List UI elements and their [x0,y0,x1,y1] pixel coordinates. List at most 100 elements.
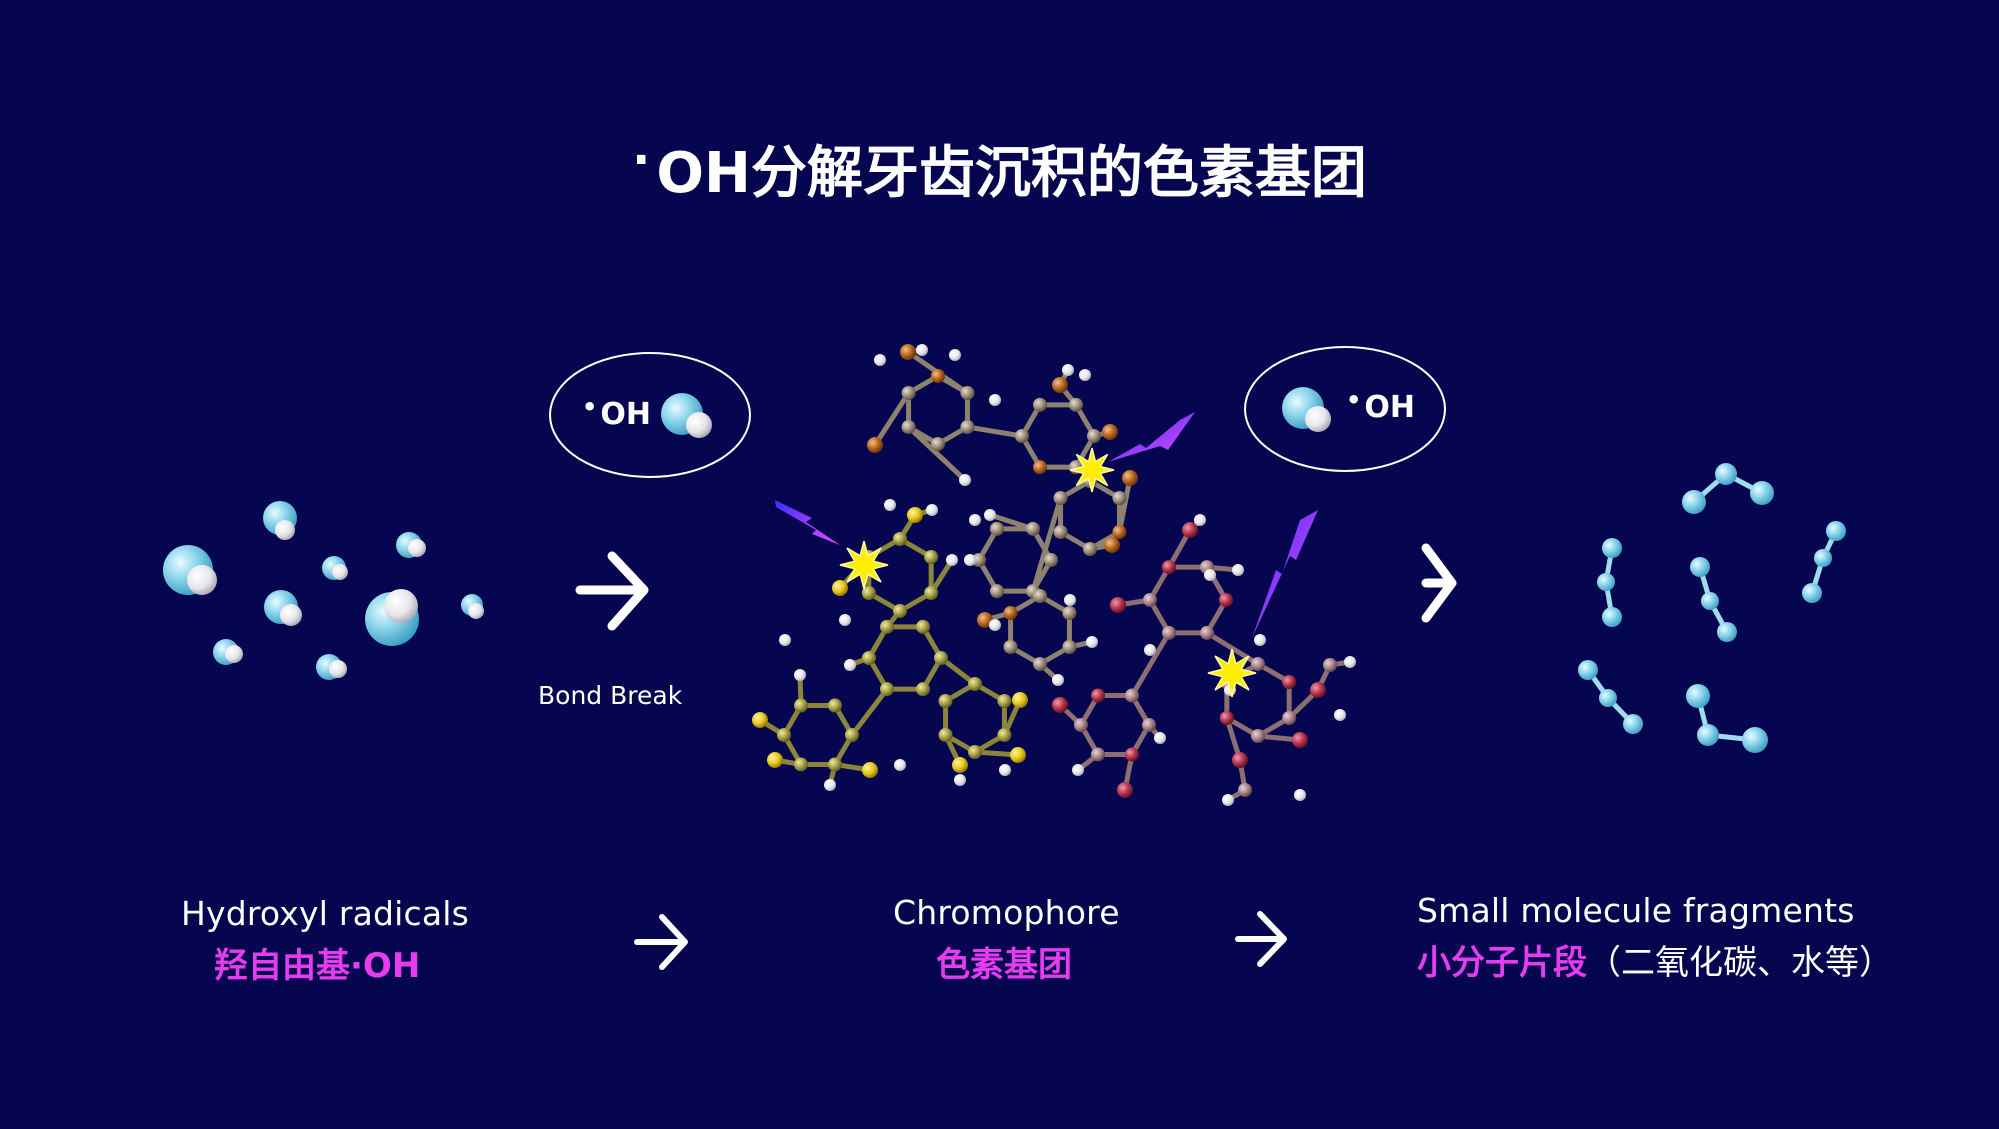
carbon-atom [880,619,894,634]
carbon-atom [1087,429,1101,443]
bond [872,390,912,448]
carbon-atom [960,386,975,400]
fragment-atom [1578,660,1598,680]
carbon-atom [960,420,975,434]
fragment-atom [1802,583,1822,603]
carbon-atom [1112,491,1127,505]
hydrogen-atom [894,759,906,771]
water-molecule-icon [322,556,348,580]
carbon-atom [1143,593,1157,607]
substituent-atom [752,712,768,728]
hydrogen-atom [874,354,886,366]
carbon-atom [938,728,953,742]
carbon-atom [1219,711,1234,725]
substituent-atom [946,554,958,566]
fragment-atom [1715,463,1737,485]
fragment-molecule [1682,463,1774,514]
substituent-atom [926,504,938,516]
carbon-atom [1200,625,1214,640]
star-burst-icon [1069,447,1115,493]
fragment-atom [1686,684,1710,708]
carbon-atom [1062,640,1077,654]
carbon-atom [1282,711,1297,725]
caption-hydroxyl-cn: 羟自由基·OH [214,946,421,986]
chromophore-atoms [752,344,1356,806]
carbon-atom [1125,747,1139,762]
arrow-right-icon [634,914,688,970]
carbon-atom [1251,729,1265,743]
bond [1204,630,1261,667]
carbon-atom [1074,718,1088,732]
carbon-atom [861,586,876,600]
carbon-atom [934,651,948,665]
carbon-atom [968,677,982,691]
carbon-atom [990,584,1004,599]
fragment-atom [1690,557,1710,577]
bond [938,655,978,687]
hydrogen-atom [954,774,966,786]
fragment-atom [1602,538,1622,558]
carbon-atom [916,682,930,697]
carbon-atom [1112,525,1127,539]
substituent-atom [900,344,916,360]
substituent-atom [1238,783,1252,797]
hydrogen-atom [1079,369,1091,381]
substituent-atom [1104,537,1120,553]
hydrogen-atom [839,614,851,626]
bond [987,512,1036,532]
carbon-atom [924,550,939,564]
substituent-atom [952,757,968,773]
water-molecule-icon [461,594,484,619]
carbon-atom [1125,688,1139,703]
caption-fragments-en: Small molecule fragments [1417,891,1855,930]
carbon-atom [777,728,791,742]
hydrogen-atom [989,394,1001,406]
water-molecule-icon [213,639,243,665]
carbon-atom [1026,521,1040,536]
substituent-atom [1310,682,1326,698]
radical-bubble-left [549,352,751,478]
carbon-atom [990,521,1004,536]
carbon-atom [1062,606,1077,620]
hydrogen-atom [332,564,348,580]
lightning-icon [1108,412,1195,462]
hydrogen-atom [1294,789,1306,801]
carbon-atom [862,651,876,665]
carbon-atom [997,694,1012,708]
carbon-atom [1282,675,1297,689]
fragment-molecule [1578,660,1643,734]
substituent-atom [867,437,883,453]
carbon-atom [1015,429,1029,443]
fragment-atom [1701,592,1719,610]
hydrogen-atom [468,603,484,619]
bond [1129,630,1172,699]
water-molecule-icon [264,590,302,626]
water-molecule-icon [396,532,426,558]
substituent-atom [1110,597,1126,613]
carbon-atom [828,698,842,713]
carbon-atom [1053,491,1068,505]
substituent-atom [1232,752,1248,768]
substituent-atom [1222,794,1234,806]
carbon-atom [1162,625,1176,640]
substituent-atom [959,474,971,486]
carbon-atom [794,698,808,713]
star-burst-icon [1207,648,1257,698]
substituent-atom [862,762,878,778]
caption-chromophore-cn: 色素基团 [936,945,1072,985]
fragment-molecule [1690,557,1737,642]
hydrogen-atom [225,645,243,663]
title-text: OH分解牙齿沉积的色素基团 [656,141,1367,206]
carbon-atom [924,586,939,600]
arrow-right-icon [1235,911,1287,967]
carbon-atom [916,619,930,634]
bond [1116,475,1133,535]
carbon-atom [1053,525,1068,539]
bond-break-label: Bond Break [538,681,683,710]
caption-chromophore-en: Chromophore [893,893,1120,932]
carbon-atom [901,420,916,434]
carbon-atom [893,532,907,546]
caption-hydroxyl-en: Hydroxyl radicals [181,894,470,933]
fragment-molecule [1686,684,1768,753]
fragment-molecule [1597,538,1622,627]
